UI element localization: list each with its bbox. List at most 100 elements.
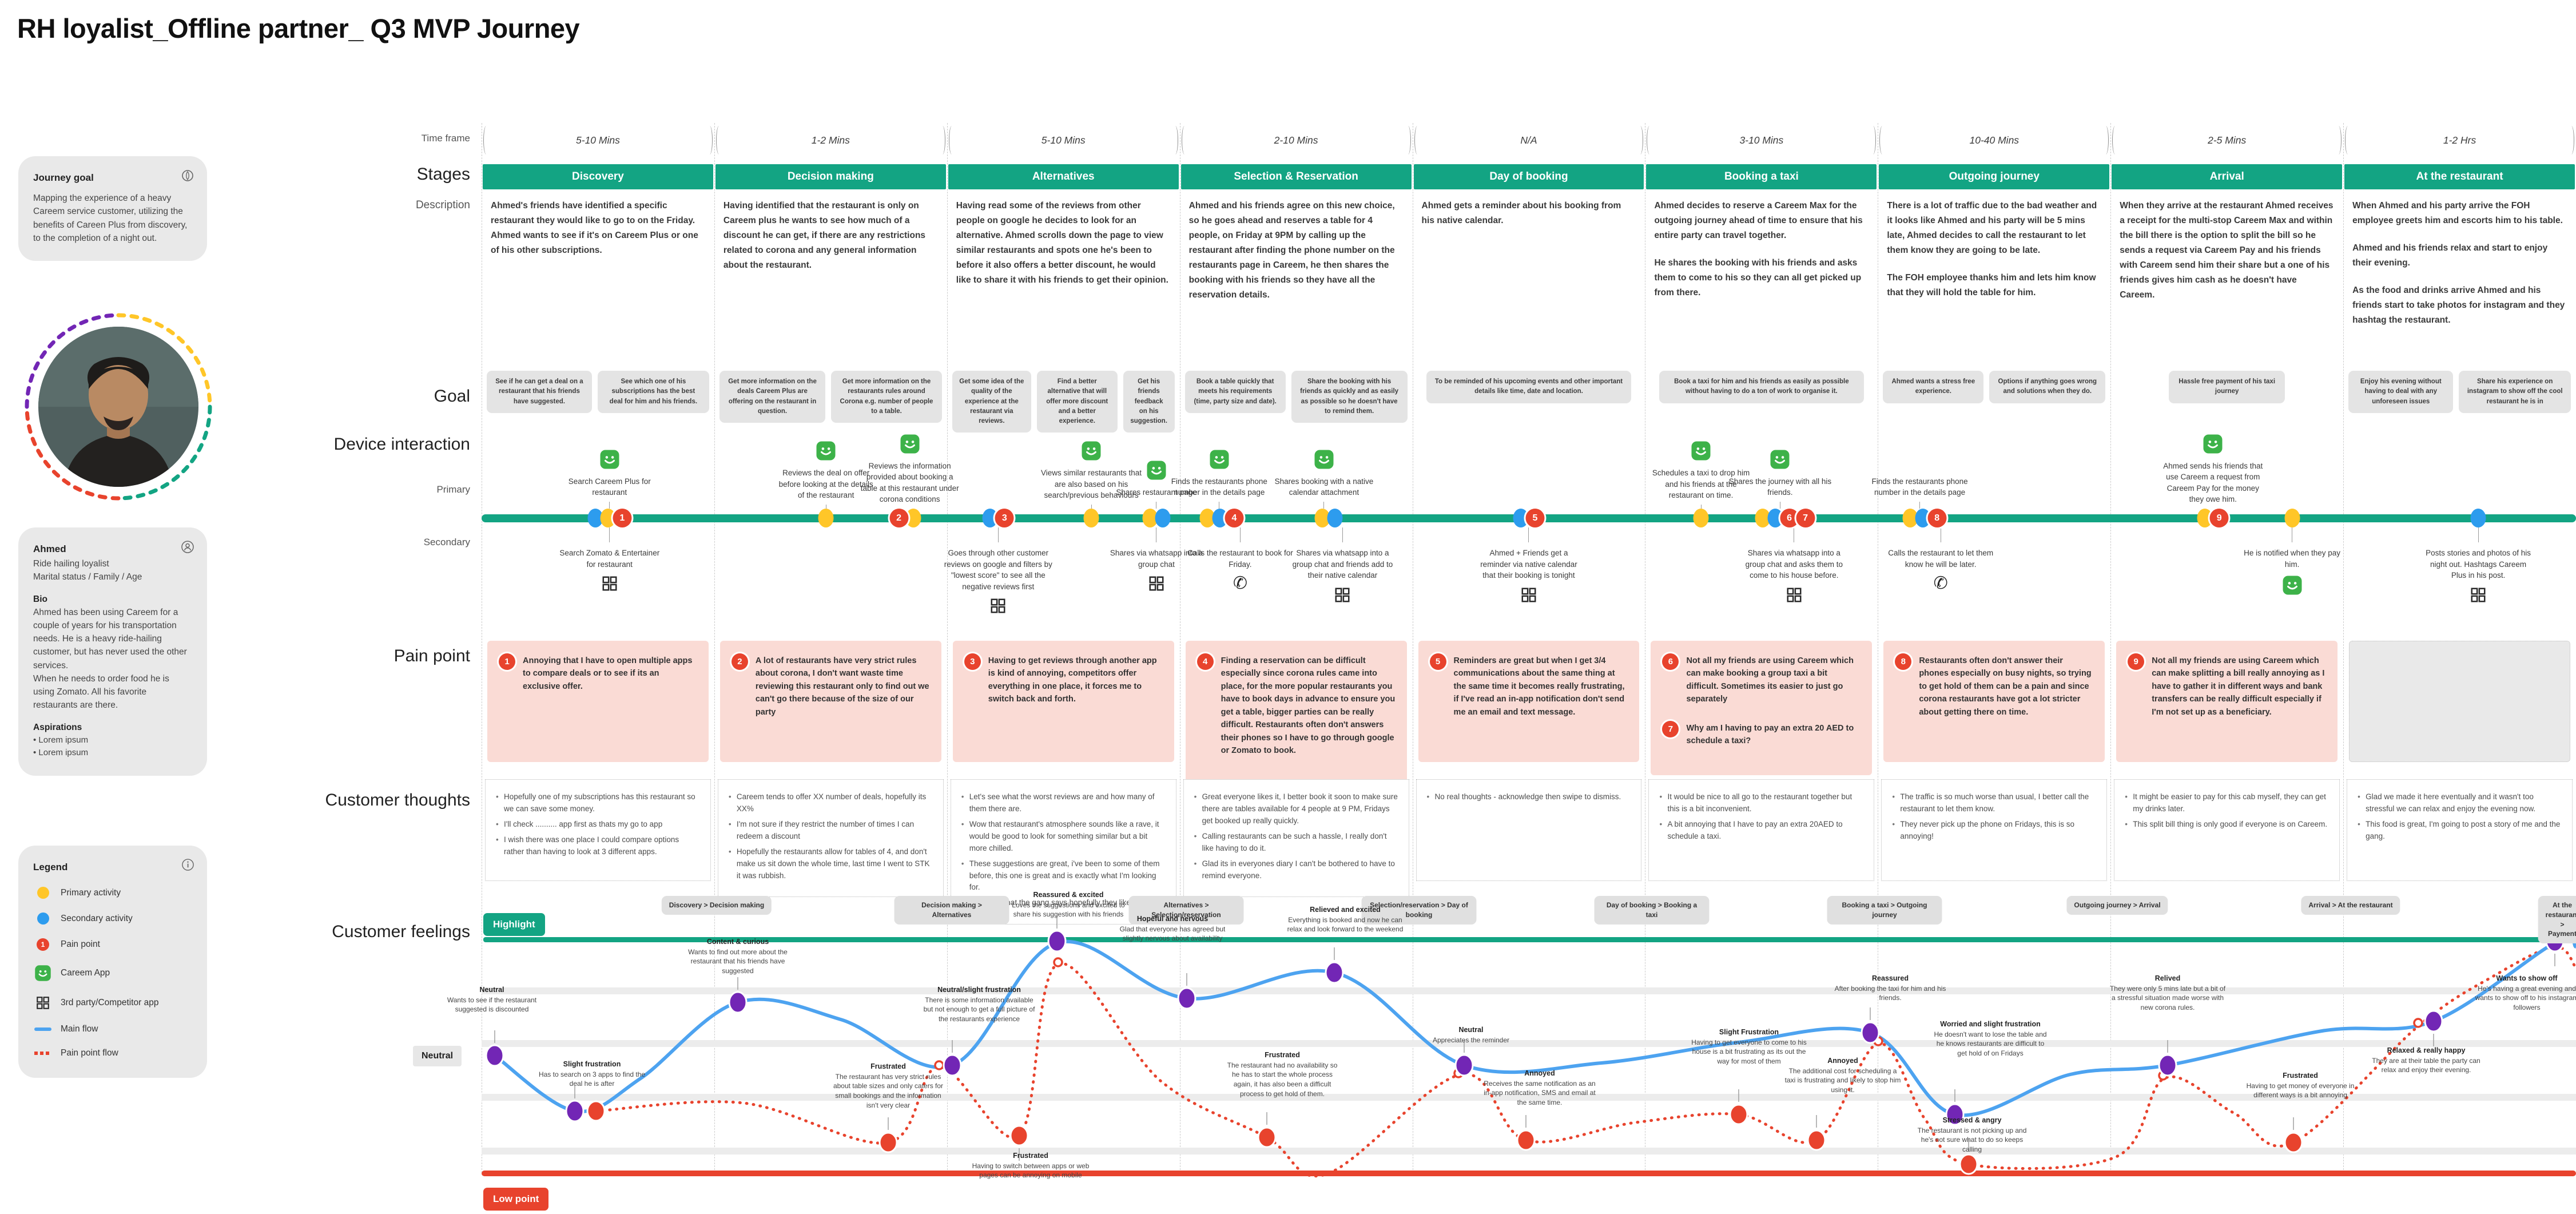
secondary-activity[interactable]: Goes through other customer reviews on g… bbox=[944, 527, 1052, 617]
stage-description[interactable]: When they arrive at the restaurant Ahmed… bbox=[2120, 201, 2333, 300]
feeling-point[interactable] bbox=[728, 991, 748, 1014]
stage-description[interactable]: Ahmed's friends have identified a specif… bbox=[491, 201, 698, 256]
secondary-activity[interactable]: Posts stories and photos of his night ou… bbox=[2424, 527, 2533, 606]
goal-chip[interactable]: See which one of his subscriptions has t… bbox=[597, 371, 709, 413]
pain-feeling-point[interactable] bbox=[1257, 1126, 1277, 1148]
secondary-activity[interactable]: Shares via whatsapp into a group chat an… bbox=[1288, 527, 1397, 606]
timeline-marker-group[interactable]: 2 bbox=[889, 509, 921, 527]
stage-header[interactable]: Decision making bbox=[715, 164, 946, 189]
stage-description[interactable]: Ahmed gets a reminder about his booking … bbox=[1421, 201, 1621, 226]
feeling-point[interactable] bbox=[1945, 1103, 1965, 1126]
pain-point-marker[interactable]: 3 bbox=[995, 509, 1014, 527]
pain-point-marker[interactable]: 6 bbox=[1780, 509, 1799, 527]
journey-goal-card[interactable]: Journey goal Mapping the experience of a… bbox=[18, 156, 207, 261]
goal-chip[interactable]: Get more information on the restaurants … bbox=[831, 371, 942, 423]
goal-chip[interactable]: Ahmed wants a stress free experience. bbox=[1883, 371, 1984, 403]
time-frame[interactable]: 5-10 Mins bbox=[482, 123, 714, 157]
stage-transition-pill[interactable]: Arrival > At the restaurant bbox=[2301, 896, 2400, 915]
persona-card[interactable]: Ahmed Ride hailing loyalist Marital stat… bbox=[18, 527, 207, 776]
customer-thoughts-box[interactable]: It would be nice to all go to the restau… bbox=[1648, 779, 1875, 881]
customer-thoughts-box[interactable]: No real thoughts - acknowledge then swip… bbox=[1416, 779, 1642, 881]
stage-transition-pill[interactable]: Outgoing journey > Arrival bbox=[2066, 896, 2168, 915]
time-frame[interactable]: 5-10 Mins bbox=[947, 123, 1180, 157]
pain-feeling-point[interactable] bbox=[1729, 1104, 1748, 1125]
blue-activity-marker[interactable] bbox=[2470, 509, 2486, 527]
customer-thoughts-box[interactable]: Hopefully one of my subscriptions has th… bbox=[485, 779, 711, 881]
stage-header[interactable]: Alternatives bbox=[948, 164, 1179, 189]
timeline-marker-group[interactable] bbox=[2284, 509, 2300, 527]
feeling-point[interactable] bbox=[1454, 1054, 1474, 1077]
pain-point-marker[interactable]: 5 bbox=[1525, 509, 1545, 527]
stage-header[interactable]: Outgoing journey bbox=[1879, 164, 2110, 189]
pain-point-marker[interactable]: 1 bbox=[613, 509, 632, 527]
customer-thoughts-box[interactable]: The traffic is so much worse than usual,… bbox=[1881, 779, 2108, 881]
primary-activity[interactable]: Finds the restaurants phone number in th… bbox=[1869, 441, 1971, 509]
highlight-badge[interactable]: Highlight bbox=[483, 913, 545, 936]
pain-feeling-point[interactable] bbox=[586, 1100, 606, 1122]
goal-chip[interactable]: Get some idea of the quality of the expe… bbox=[952, 371, 1031, 433]
stage-transition-pill[interactable]: Discovery > Decision making bbox=[661, 896, 772, 915]
yellow-activity-marker[interactable] bbox=[2284, 509, 2300, 527]
stage-description[interactable]: When Ahmed and his party arrive the FOH … bbox=[2352, 201, 2565, 326]
timeline-marker-group[interactable] bbox=[2470, 509, 2486, 527]
timeline-marker-group[interactable] bbox=[1314, 509, 1343, 527]
stage-header[interactable]: Selection & Reservation bbox=[1180, 164, 1412, 189]
stage-header[interactable]: At the restaurant bbox=[2344, 164, 2575, 189]
feeling-point[interactable] bbox=[1861, 1021, 1880, 1044]
timeline-marker-group[interactable]: 5 bbox=[1513, 509, 1545, 527]
stage-transition-pill[interactable]: Booking a taxi > Outgoing journey bbox=[1827, 896, 1942, 925]
primary-activity[interactable]: Schedules a taxi to drop him and his fri… bbox=[1649, 441, 1752, 509]
stage-transition-pill[interactable]: Day of booking > Booking a taxi bbox=[1594, 896, 1710, 925]
pain-point-marker[interactable]: 4 bbox=[1225, 509, 1244, 527]
stage-header[interactable]: Discovery bbox=[483, 164, 713, 189]
goal-chip[interactable]: Find a better alternative that will offe… bbox=[1036, 371, 1118, 433]
stage-transition-pill[interactable]: Decision making > Alternatives bbox=[894, 896, 1009, 925]
feeling-point[interactable] bbox=[485, 1044, 504, 1067]
goal-chip[interactable]: Hassle free payment of his taxi journey bbox=[2169, 371, 2285, 403]
feeling-point[interactable] bbox=[1047, 930, 1067, 953]
pain-feeling-point[interactable] bbox=[1516, 1129, 1536, 1151]
feeling-point[interactable] bbox=[2158, 1054, 2177, 1077]
time-frame[interactable]: 1-2 Hrs bbox=[2343, 123, 2576, 157]
pain-feeling-point[interactable] bbox=[1959, 1153, 1978, 1175]
goal-chip[interactable]: To be reminded of his upcoming events an… bbox=[1426, 371, 1632, 403]
stage-transition-pill[interactable]: Selection/reservation > Day of booking bbox=[1361, 896, 1477, 925]
pain-feeling-point[interactable] bbox=[1009, 1125, 1029, 1146]
customer-thoughts-box[interactable]: It might be easier to pay for this cab m… bbox=[2114, 779, 2340, 881]
goal-chip[interactable]: Get more information on the deals Careem… bbox=[719, 371, 826, 423]
goal-chip[interactable]: Book a taxi for him and his friends as e… bbox=[1659, 371, 1865, 403]
secondary-activity[interactable]: Ahmed + Friends get a reminder via nativ… bbox=[1474, 527, 1583, 606]
timeline-marker-group[interactable] bbox=[818, 509, 834, 527]
timeline-marker-group[interactable]: 4 bbox=[1199, 509, 1244, 527]
time-frame[interactable]: 3-10 Mins bbox=[1645, 123, 1878, 157]
timeline-marker-group[interactable]: 1 bbox=[587, 509, 632, 527]
feeling-point[interactable] bbox=[1177, 987, 1196, 1010]
goal-chip[interactable]: Book a table quickly that meets his requ… bbox=[1184, 371, 1286, 413]
time-frame[interactable]: 2-5 Mins bbox=[2110, 123, 2343, 157]
primary-activity[interactable]: Finds the restaurants phone number in th… bbox=[1168, 441, 1271, 509]
pain-point-marker[interactable]: 9 bbox=[2209, 509, 2229, 527]
secondary-activity[interactable]: Search Zomato & Entertainer for restaura… bbox=[555, 527, 664, 595]
primary-activity[interactable]: Reviews the information provided about b… bbox=[858, 434, 961, 509]
goal-chip[interactable]: Options if anything goes wrong and solut… bbox=[1989, 371, 2106, 403]
primary-activity[interactable]: Reviews the deal on offer before looking… bbox=[774, 441, 877, 509]
secondary-activity[interactable]: He is notified when they pay him. bbox=[2238, 527, 2347, 598]
goal-chip[interactable]: Share the booking with his friends as qu… bbox=[1291, 371, 1408, 423]
stage-description[interactable]: Ahmed and his friends agree on this new … bbox=[1188, 201, 1395, 300]
timeline-marker-group[interactable] bbox=[1693, 509, 1709, 527]
pain-point-marker[interactable]: 2 bbox=[889, 509, 909, 527]
time-frame[interactable]: 1-2 Mins bbox=[714, 123, 947, 157]
stage-header[interactable]: Day of booking bbox=[1413, 164, 1644, 189]
yellow-activity-marker[interactable] bbox=[1083, 509, 1099, 527]
customer-thoughts-box[interactable]: Careem tends to offer XX number of deals… bbox=[717, 779, 944, 898]
pain-point-marker[interactable]: 7 bbox=[1796, 509, 1815, 527]
primary-activity[interactable]: Search Careem Plus for restaurant bbox=[558, 441, 661, 509]
time-frame[interactable]: N/A bbox=[1413, 123, 1645, 157]
